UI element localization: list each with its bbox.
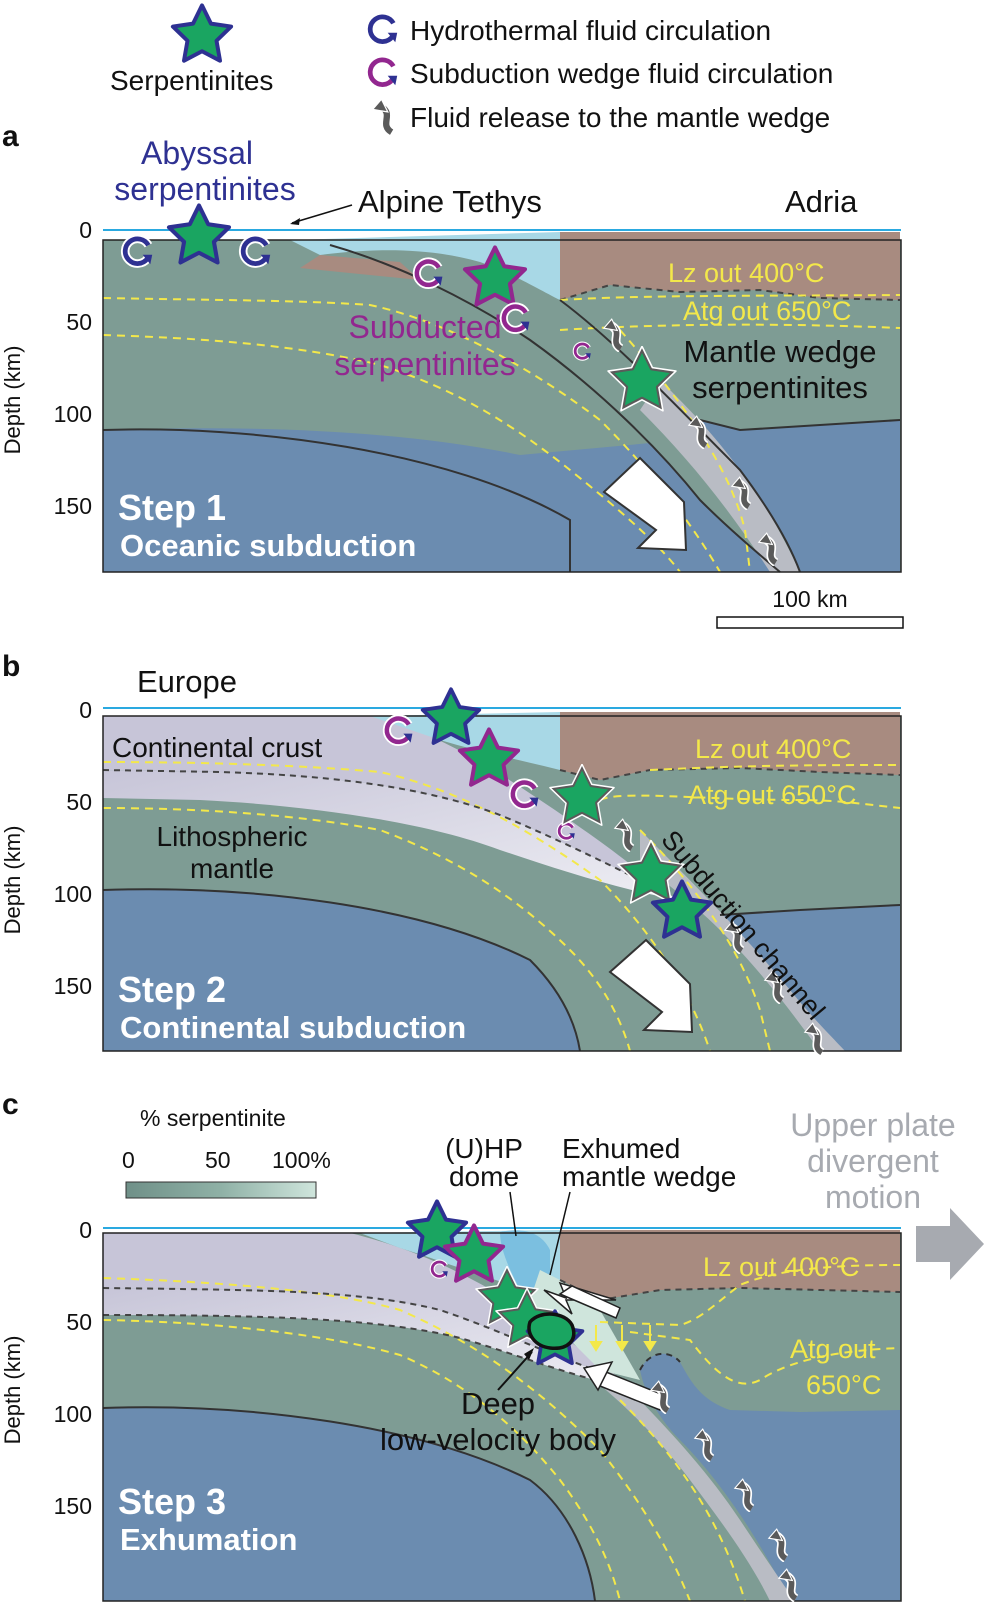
legend-wedge-label: Subduction wedge fluid circulation [410, 58, 833, 89]
panel-c-ylabel: Depth (km) [0, 1336, 25, 1445]
panel-c-low-velocity-body [527, 1312, 576, 1350]
panel-b-adria-crust [560, 712, 900, 780]
panel-c-upper-plate-label-3: motion [825, 1179, 921, 1215]
panel-b-ylabel: Depth (km) [0, 826, 25, 935]
panel-a-letter: a [2, 120, 19, 153]
panel-b-asthenosphere [103, 889, 580, 1051]
panel-a-abyssal-label-2: serpentinites [114, 171, 295, 207]
panel-a-tick-150: 150 [54, 493, 92, 519]
legend-serpentinites-label: Serpentinites [110, 65, 273, 96]
panel-c-tick-100: 100 [54, 1401, 92, 1427]
panel-c-step-label: Step 3 [118, 1481, 226, 1522]
panel-c-uhp-label-2: dome [449, 1161, 519, 1192]
panel-c-exhumed-label-1: Exhumed [562, 1133, 680, 1164]
panel-a-tick-50: 50 [66, 309, 92, 335]
panel-c-upper-plate-label-2: divergent [807, 1143, 939, 1179]
panel-b-step-label: Step 2 [118, 969, 226, 1010]
panel-a-atg-label: Atg out 650°C [683, 296, 851, 326]
panel-c-colorbar [125, 1181, 317, 1199]
panel-a-alpine-tethys-label: Alpine Tethys [358, 184, 542, 219]
panel-b-tick-100: 100 [54, 881, 92, 907]
panel-c-letter: c [2, 1088, 19, 1121]
panel-a-subduction-arrow [602, 456, 688, 552]
panel-b-crust-label: Continental crust [112, 732, 322, 763]
panel-b-letter: b [2, 650, 20, 683]
panel-b-lz-label: Lz out 400°C [695, 734, 851, 764]
panel-a-tick-100: 100 [54, 401, 92, 427]
panel-c-tick-0: 0 [79, 1217, 92, 1243]
panel-a-ylabel: Depth (km) [0, 346, 25, 455]
panel-c-colorbar-tick-100: 100% [272, 1147, 331, 1173]
panel-b-atg-label: Atg out 650°C [688, 780, 856, 810]
panel-c-atg-label-1: Atg out [790, 1334, 876, 1364]
panel-c-adria-asthenosphere [640, 1353, 900, 1601]
panel-c-continental-crust [103, 1233, 620, 1378]
panel-b-tick-150: 150 [54, 973, 92, 999]
hydrothermal-circulation-icon [370, 17, 397, 42]
panel-a-mantle-wedge-label-2: serpentinites [692, 370, 868, 405]
serpentinite-star-icon [170, 3, 234, 63]
panel-a-tick-0: 0 [79, 217, 92, 243]
panel-a-scale-label: 100 km [772, 586, 847, 612]
panel-c-colorbar-tick-0: 0 [122, 1147, 135, 1173]
fluid-release-icon [373, 99, 392, 132]
panel-b-europe-label: Europe [137, 664, 237, 699]
panel-a-adria-crust [560, 232, 900, 300]
panel-c-step-sub-label: Exhumation [120, 1522, 297, 1557]
panel-b: b Depth (km) 0 50 100 150 [0, 650, 902, 1053]
panel-c-upper-plate-label-1: Upper plate [790, 1107, 955, 1143]
panel-a-subducted-label-1: Subducted [348, 309, 501, 345]
panel-c-colorbar-title: % serpentinite [140, 1105, 286, 1131]
panel-c-deep-label-1: Deep [461, 1386, 535, 1421]
panel-a-lz-label: Lz out 400°C [668, 258, 824, 288]
panel-a-step-sub-label: Oceanic subduction [120, 528, 416, 563]
legend: Serpentinites Hydrothermal fluid circula… [110, 3, 833, 133]
panel-c-lvb-leader [497, 1351, 533, 1391]
panel-b-lith-label-1: Lithospheric [157, 821, 308, 852]
panel-b-lith-label-2: mantle [190, 853, 274, 884]
panel-a-scale-bar [716, 616, 904, 629]
legend-hydrothermal-label: Hydrothermal fluid circulation [410, 15, 771, 46]
panel-a-subducted-label-2: serpentinites [334, 346, 515, 382]
panel-b-tick-0: 0 [79, 697, 92, 723]
panel-c-atg-label-2: 650°C [806, 1370, 881, 1400]
panel-a-tethys-leader [291, 204, 353, 224]
panel-b-continental-crust [103, 716, 660, 890]
legend-fluid-release-label: Fluid release to the mantle wedge [410, 102, 830, 133]
panel-a-adria-label: Adria [785, 184, 858, 219]
panel-c-yellow-arrows [589, 1325, 657, 1352]
panel-c-colorbar-tick-50: 50 [205, 1147, 231, 1173]
panel-c-divergent-arrow [916, 1208, 984, 1280]
panel-b-subduction-channel [640, 830, 845, 1051]
panel-c-exhumed-label-2: mantle wedge [562, 1161, 736, 1192]
panel-b-tick-50: 50 [66, 789, 92, 815]
panel-b-step-sub-label: Continental subduction [120, 1010, 466, 1045]
panel-c-lz-label: Lz out 400°C [703, 1252, 859, 1282]
panel-c-deep-label-2: low-velocity body [380, 1422, 617, 1457]
panel-a-step-label: Step 1 [118, 487, 226, 528]
panel-c: c Depth (km) 0 50 100 150 % serpentinite… [0, 1088, 984, 1601]
panel-a-adria-asthenosphere [700, 420, 900, 572]
wedge-circulation-icon [370, 60, 397, 85]
panel-c-tick-150: 150 [54, 1493, 92, 1519]
panel-c-section [102, 1227, 902, 1602]
panel-a-abyssal-label-1: Abyssal [141, 135, 253, 171]
panel-c-tick-50: 50 [66, 1309, 92, 1335]
panel-c-uhp-label-1: (U)HP [445, 1133, 523, 1164]
panel-b-subduction-arrow [608, 938, 694, 1034]
panel-a-channel [640, 380, 800, 572]
panel-c-adria-crust [560, 1230, 900, 1300]
panel-a: a Depth (km) 0 50 100 150 [0, 120, 904, 629]
panel-c-channel [600, 1360, 795, 1601]
panel-c-asthenosphere [103, 1407, 595, 1601]
panel-a-mantle-wedge-label-1: Mantle wedge [683, 334, 876, 369]
